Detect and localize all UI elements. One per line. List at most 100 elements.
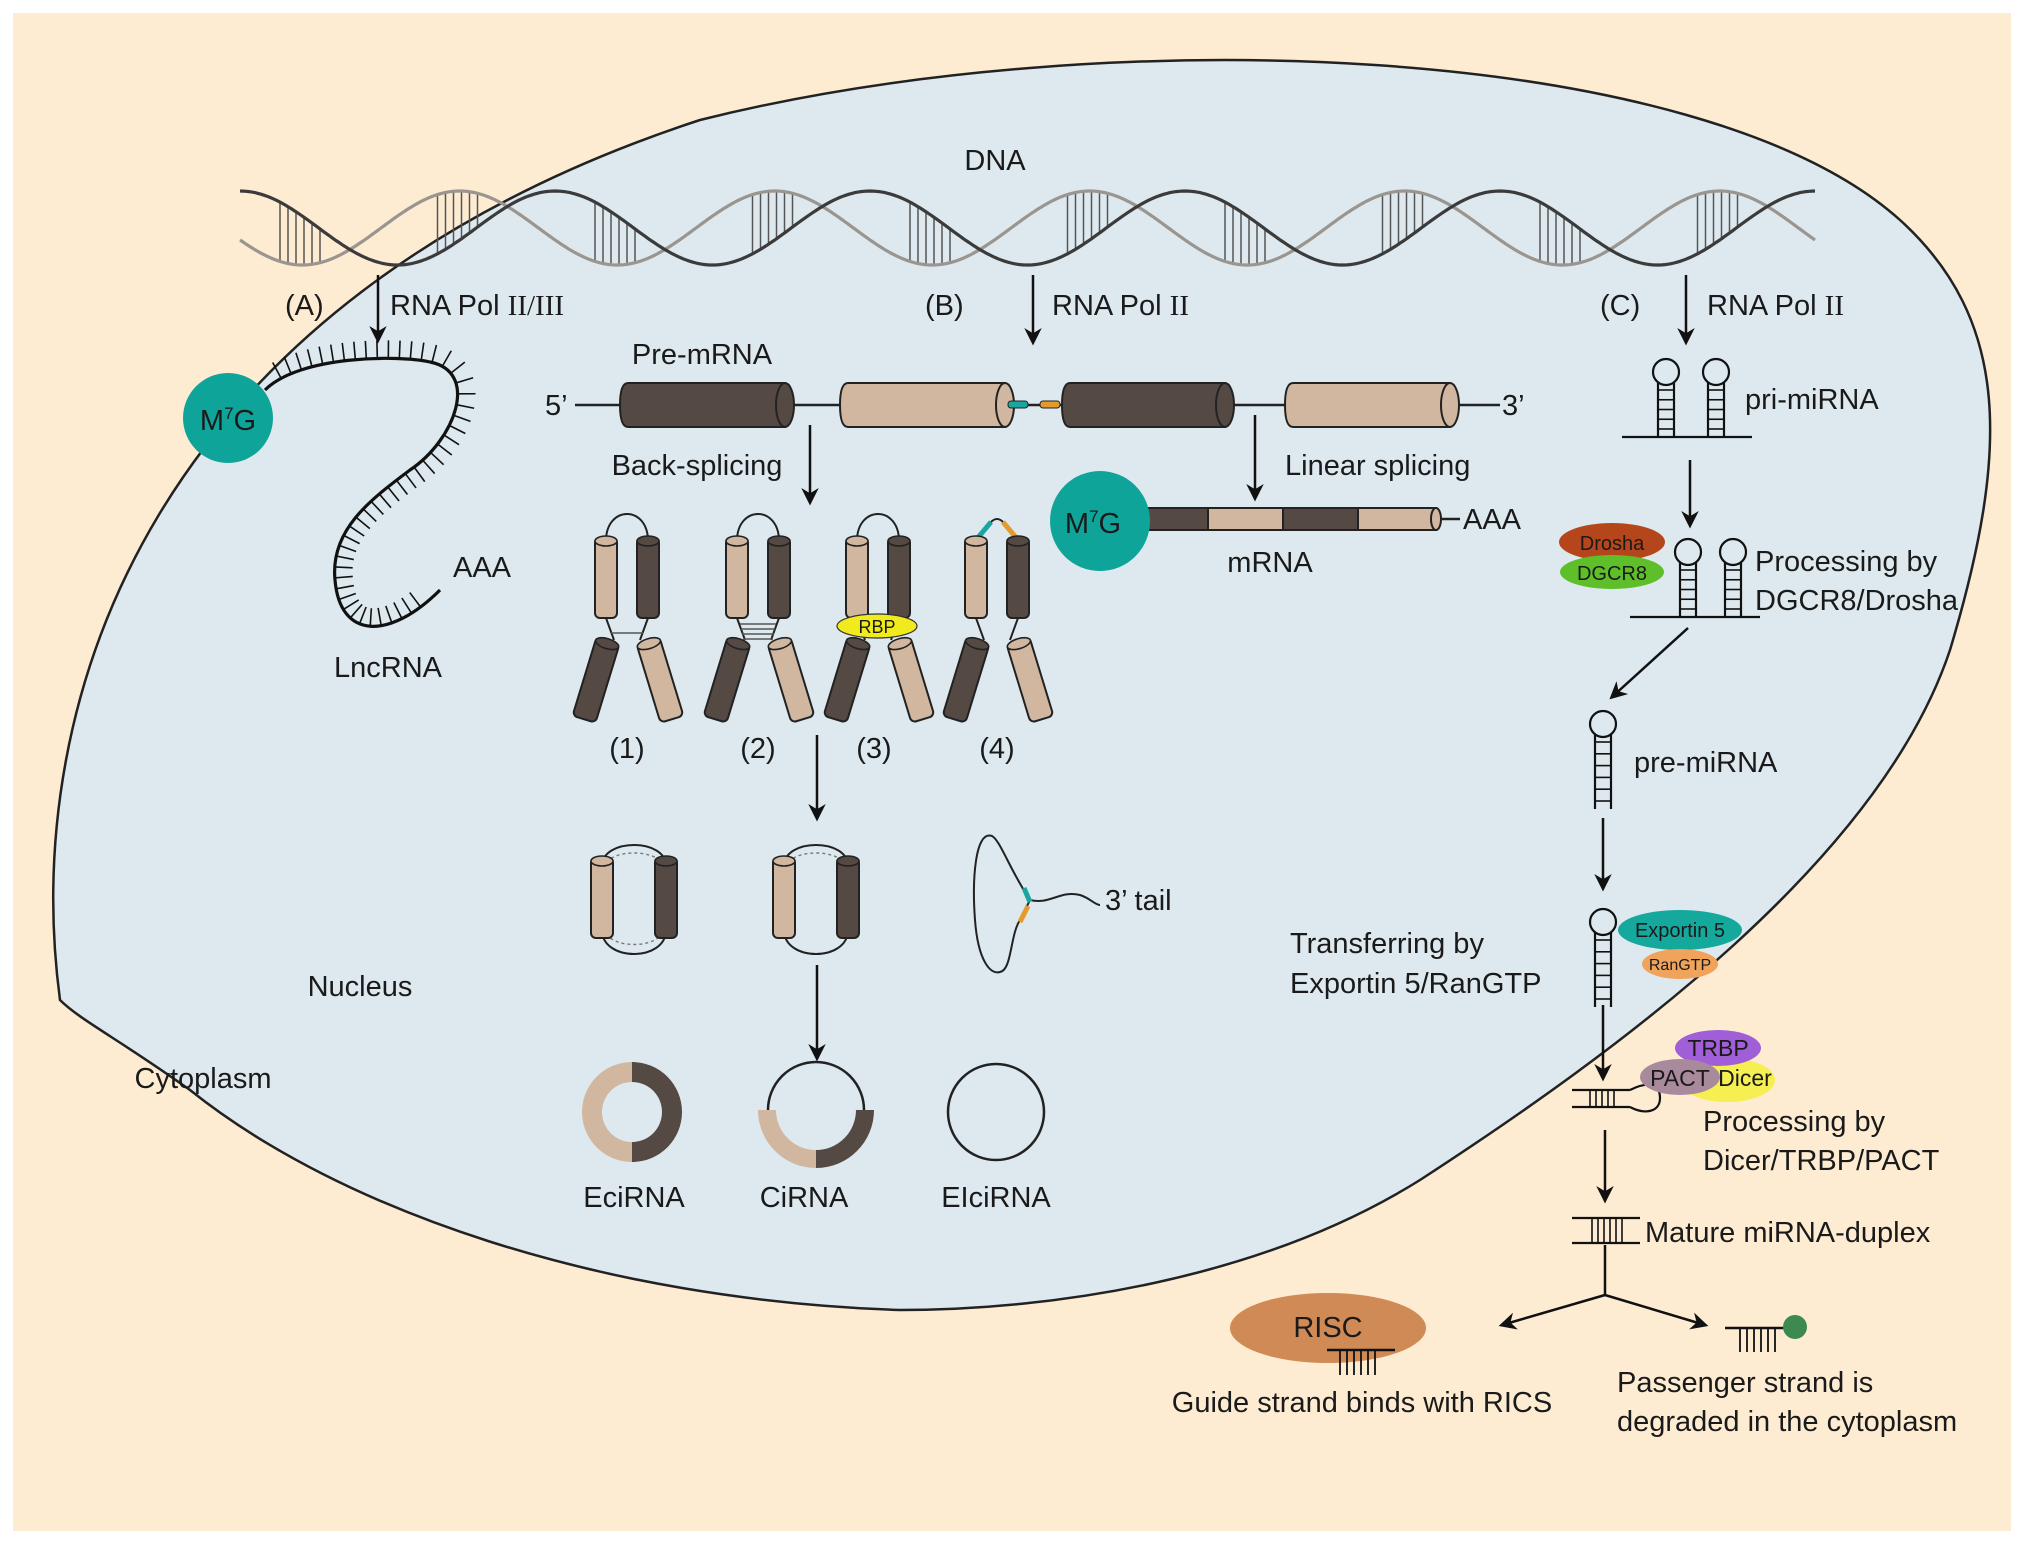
mechanism-3 [823,513,935,723]
lncrna-base [306,349,313,367]
passenger-label-1: Passenger strand is [1617,1367,1873,1399]
lncrna-base [450,361,466,374]
guide-strand-icon [1327,1348,1395,1375]
pre-mirna-hairpin [1588,709,1618,809]
cytoplasm-label: Cytoplasm [135,1063,272,1095]
transfer-hairpin [1588,907,1618,1007]
pri-mirna-hairpin-2 [1701,357,1731,437]
trbp-protein [1675,1030,1761,1066]
risc-label: RISC [1293,1312,1362,1344]
junction-orange [1039,400,1061,409]
lncrna-base [431,344,438,363]
nuclear-processing-label-1: Processing by [1755,546,1938,578]
product-label-ecirna: EciRNA [583,1182,685,1214]
lncrna-base [401,597,413,614]
exportin5-protein [1618,910,1742,950]
trbp-label: TRBP [1687,1035,1748,1061]
lncrna-base [342,599,360,611]
mechanism-2 [703,513,815,723]
processing-hairpin-2 [1718,537,1748,617]
lncrna-base [387,486,400,502]
mrna-cap-label: M7G [1065,507,1121,540]
five-prime-label: 5’ [545,390,568,422]
lncrna-base [443,434,460,446]
mechanism-label-2: (2) [740,733,775,765]
dna-helix [239,189,1816,267]
lncrna-cap-label: M7G [200,404,256,437]
rangtp-label: RanGTP [1649,957,1711,974]
passenger-label-2: degraded in the cytoplasm [1617,1406,1957,1438]
lncrna-base [404,473,417,489]
lncrna-base [295,352,303,371]
processing-hairpin-1 [1673,537,1703,617]
lncrna-base [441,350,452,367]
rbp-protein [836,613,918,639]
lncrna-base [455,377,474,384]
cirna-icon [758,1060,874,1168]
pathway-b-tag: (B) [925,290,964,322]
lncrna-base [358,606,367,625]
lncrna-base [335,584,354,590]
risc-complex [1230,1293,1426,1363]
three-prime-label: 3’ [1502,390,1525,422]
mechanism-1 [572,513,684,723]
pathway-c-enzyme: RNA Pol II [1707,290,1844,322]
lncrna-base [420,342,425,361]
lncrna-base [338,592,357,601]
lncrna-base [341,342,346,361]
lncrna-strand [263,356,459,628]
lncrna-base [349,603,363,619]
eicirna-lariat [973,834,1101,974]
lncrna-base [453,414,471,423]
pri-mirna-hairpin-1 [1651,357,1681,437]
exon-4 [1283,382,1460,428]
lncrna-base [448,424,466,435]
rbp-label: RBP [858,617,895,637]
guide-strand-label: Guide strand binds with RICS [1172,1387,1552,1419]
pact-label: PACT [1650,1065,1710,1091]
lncrna-base [378,493,392,509]
lncrna-base [283,356,292,374]
lncrna-bases [271,340,476,627]
split-arrows [1498,1245,1709,1330]
lncrna-base [338,544,357,553]
linear-splicing-label: Linear splicing [1285,450,1470,482]
pact-protein [1640,1059,1720,1095]
lncrna-base [398,340,401,359]
lncrna-base [318,346,324,365]
lncrna-base [395,479,409,495]
three-tail-label: 3’ tail [1105,885,1172,917]
mechanism-label-3: (3) [856,733,891,765]
lncrna-base [353,341,357,360]
pathway-a-tag: (A) [285,290,324,322]
pre-mirna-label: pre-miRNA [1634,747,1778,779]
nuclear-processing-label-2: DGCR8/Drosha [1755,585,1959,617]
exon-1 [618,382,795,428]
dna-strand-2 [239,189,1816,267]
lncrna-base [456,403,475,410]
pre-mrna-exons [618,382,1460,428]
rangtp-protein [1642,949,1718,979]
dicer-label: Dicer [1718,1065,1772,1091]
mature-duplex-label: Mature miRNA-duplex [1645,1217,1931,1249]
nucleus-label: Nucleus [308,971,413,1003]
lncrna-base [348,525,365,537]
lncrna-base [422,459,436,475]
drosha-label: Drosha [1580,533,1645,555]
pri-mirna-label: pri-miRNA [1745,384,1879,416]
mrna-tail-label: AAA [1463,504,1522,536]
dna-strand-1 [239,189,1816,267]
back-splicing-label: Back-splicing [612,450,783,482]
mrna-m7g-cap-icon [1050,471,1150,571]
mechanism-label-4: (4) [979,733,1014,765]
dgcr8-label: DGCR8 [1577,563,1647,585]
lncrna-label: LncRNA [334,652,443,684]
lncrna-base [413,466,426,483]
lncrna-base [377,607,382,626]
mechanism-label-1: (1) [609,733,644,765]
mrna-label: mRNA [1227,547,1313,579]
transfer-label-1: Transferring by [1290,928,1484,960]
back-splicing-mechanisms [572,513,1054,723]
lncrna-base [362,508,377,522]
